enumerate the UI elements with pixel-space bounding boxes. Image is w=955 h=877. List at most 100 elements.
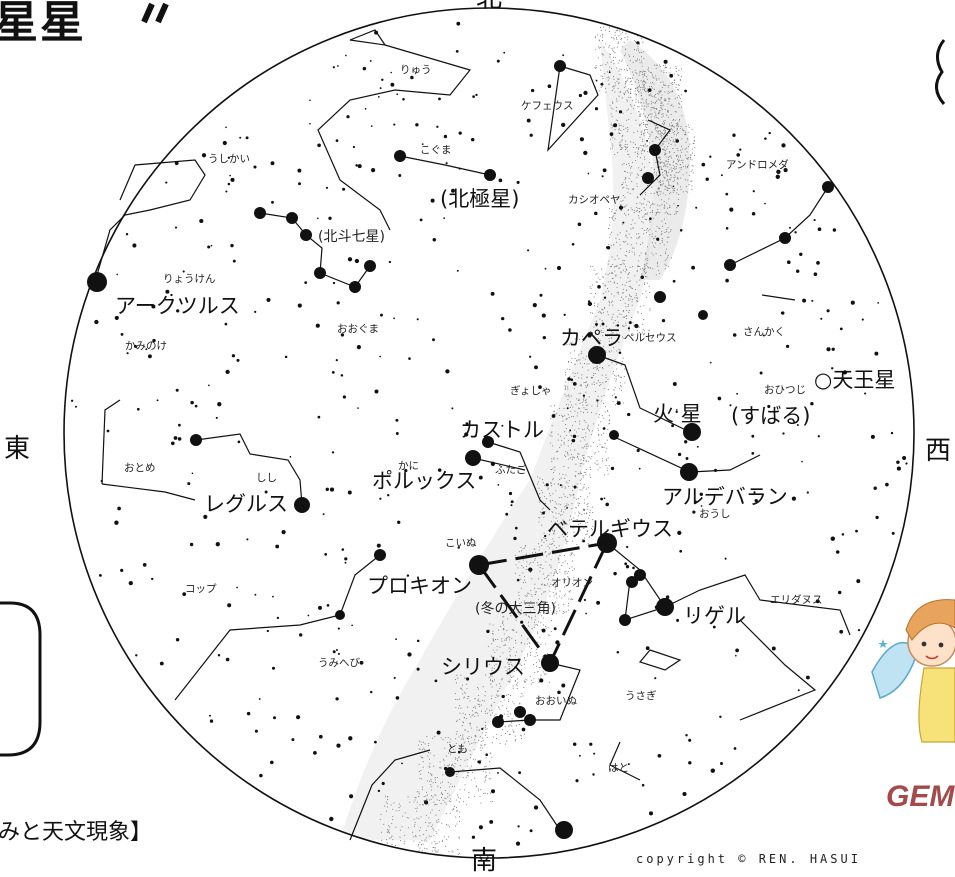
faint-star	[826, 309, 830, 313]
milky-way-dot	[635, 60, 637, 62]
faint-star	[326, 604, 330, 607]
milky-way-dot	[474, 712, 476, 714]
milky-way-dot	[556, 520, 558, 522]
milky-way-dot	[663, 165, 665, 167]
milky-way-dot	[584, 409, 586, 411]
milky-way-dot	[425, 837, 427, 839]
milky-way-dot	[578, 393, 580, 395]
milky-way-dot	[575, 498, 577, 500]
milky-way-dot	[456, 773, 458, 775]
milky-way-dot	[595, 321, 597, 323]
faint-star	[566, 407, 569, 410]
milky-way-dot	[638, 59, 641, 61]
bright-star	[394, 150, 406, 162]
milky-way-dot	[397, 856, 399, 858]
milky-way-dot	[514, 735, 516, 737]
milky-way-dot	[386, 831, 388, 833]
milky-way-dot	[587, 369, 589, 371]
milky-way-dot	[623, 337, 625, 339]
milky-way-dot	[677, 160, 680, 162]
milky-way-dot	[668, 142, 670, 144]
faint-star	[377, 789, 381, 793]
milky-way-dot	[453, 808, 455, 810]
milky-way-dot	[622, 259, 624, 261]
milky-way-dot	[591, 383, 593, 385]
milky-way-dot	[577, 400, 579, 402]
faint-star	[165, 181, 168, 184]
milky-way-dot	[651, 203, 653, 206]
milky-way-dot	[422, 804, 424, 806]
milky-way-dot	[666, 180, 668, 182]
milky-way-dot	[536, 483, 538, 485]
milky-way-dot	[687, 139, 689, 141]
milky-way-dot	[585, 399, 587, 401]
milky-way-dot	[670, 177, 672, 179]
milky-way-dot	[586, 521, 589, 523]
faint-star	[369, 690, 373, 694]
faint-star	[600, 82, 604, 86]
milky-way-dot	[539, 636, 541, 638]
milky-way-dot	[653, 217, 655, 219]
milky-way-dot	[686, 172, 688, 174]
milky-way-dot	[619, 125, 621, 127]
milky-way-dot	[625, 268, 627, 270]
milky-way-dot	[677, 178, 679, 180]
page-title: 星星	[0, 0, 86, 48]
faint-star	[857, 628, 861, 632]
faint-star	[342, 395, 347, 399]
milky-way-dot	[650, 134, 652, 136]
faint-star	[751, 452, 755, 455]
faint-star	[485, 753, 488, 756]
milky-way-dot	[619, 145, 621, 147]
milky-way-dot	[456, 674, 458, 676]
milky-way-dot	[680, 75, 682, 77]
milky-way-dot	[557, 523, 559, 525]
milky-way-dot	[480, 744, 482, 746]
milky-way-dot	[434, 779, 436, 781]
milky-way-dot	[491, 656, 493, 658]
milky-way-dot	[692, 172, 694, 174]
milky-way-dot	[628, 309, 630, 311]
faint-star	[856, 579, 861, 584]
milky-way-dot	[640, 92, 642, 94]
milky-way-dot	[571, 456, 573, 458]
faint-star	[675, 410, 678, 414]
milky-way-dot	[616, 363, 618, 365]
milky-way-dot	[676, 163, 678, 165]
milky-way-dot	[591, 506, 593, 508]
milky-way-dot	[620, 140, 622, 142]
milky-way-dot	[669, 140, 671, 142]
milky-way-dot	[441, 822, 443, 824]
milky-way-dot	[678, 96, 680, 98]
faint-star	[486, 629, 490, 634]
milky-way-dot	[618, 123, 620, 125]
milky-way-dot	[505, 670, 507, 672]
milky-way-dot	[537, 641, 539, 643]
milky-way-dot	[652, 268, 654, 270]
copyright-text: copyright © REN. HASUI	[636, 852, 861, 866]
milky-way-dot	[559, 478, 561, 480]
milky-way-dot	[623, 316, 626, 318]
milky-way-dot	[432, 737, 434, 739]
milky-way-dot	[583, 484, 585, 486]
milky-way-dot	[603, 83, 605, 85]
milky-way-dot	[473, 739, 476, 741]
milky-way-dot	[536, 601, 538, 603]
milky-way-dot	[624, 36, 626, 39]
milky-way-dot	[684, 133, 686, 136]
milky-way-dot	[606, 469, 608, 471]
milky-way-dot	[583, 400, 585, 402]
milky-way-dot	[609, 224, 611, 226]
milky-way-dot	[602, 312, 604, 314]
milky-way-dot	[511, 665, 513, 667]
milky-way-dot	[610, 333, 612, 335]
milky-way-dot	[550, 520, 552, 522]
milky-way-dot	[545, 540, 547, 542]
milky-way-dot	[534, 615, 537, 617]
milky-way-dot	[661, 240, 663, 242]
milky-way-dot	[614, 34, 616, 36]
milky-way-dot	[626, 187, 628, 189]
milky-way-dot	[670, 155, 672, 157]
faint-star	[885, 482, 889, 487]
milky-way-dot	[459, 718, 461, 720]
